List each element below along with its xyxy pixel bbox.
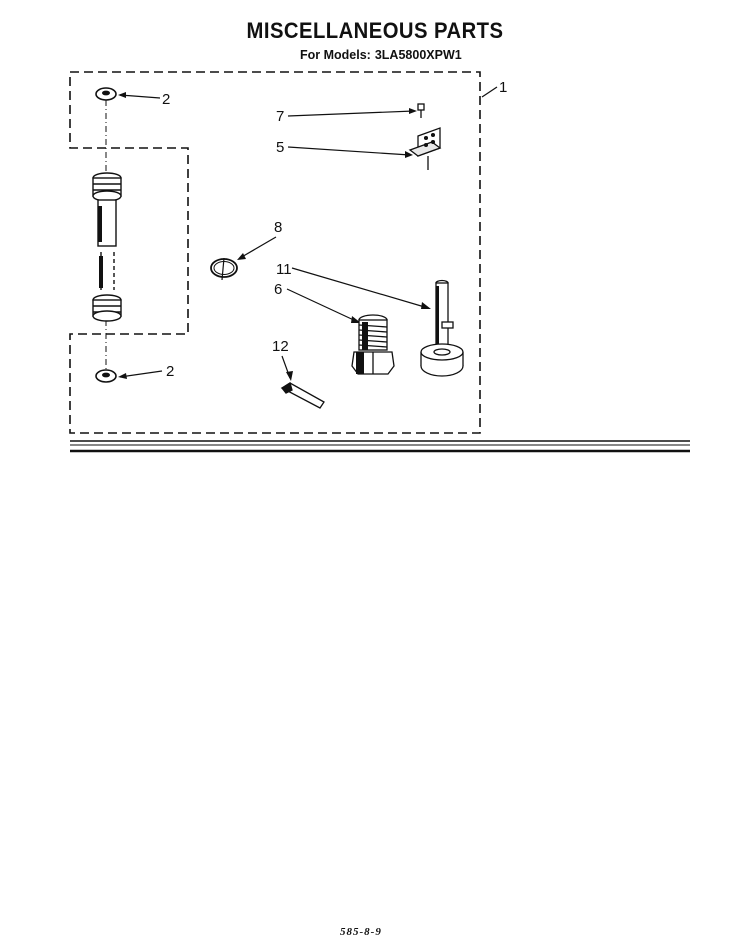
drain-hose-icon xyxy=(92,172,122,322)
leader-6 xyxy=(286,288,359,323)
arrow-7 xyxy=(409,108,417,114)
leveling-leg-icon xyxy=(351,314,395,375)
callout-5: 5 xyxy=(276,139,284,156)
screw-icon xyxy=(417,103,425,118)
leader-8 xyxy=(239,236,277,259)
callout-2-top: 2 xyxy=(162,91,170,108)
callout-7: 7 xyxy=(276,108,284,125)
leader-1 xyxy=(481,86,498,98)
foot-icon xyxy=(420,279,464,377)
models-prefix: For Models: xyxy=(300,48,371,62)
callout-8: 8 xyxy=(274,219,282,236)
page-code: 585-8-9 xyxy=(340,926,382,938)
leader-7 xyxy=(287,110,415,117)
callout-6: 6 xyxy=(274,281,282,298)
arrow-5 xyxy=(405,151,413,158)
callout-2-bottom: 2 xyxy=(166,363,174,380)
callout-12: 12 xyxy=(272,338,289,355)
washer-bottom-icon xyxy=(95,369,117,383)
leader-2-top xyxy=(119,94,161,99)
arrow-12 xyxy=(286,371,293,381)
arrow-8 xyxy=(237,253,246,260)
arrow-2-bottom xyxy=(118,373,127,379)
leader-2-bottom xyxy=(119,370,163,378)
arrow-2-top xyxy=(118,92,126,98)
model-number: 3LA5800XPW1 xyxy=(374,48,462,62)
page-title: MISCELLANEOUS PARTS xyxy=(246,18,504,43)
wrench-icon xyxy=(280,381,325,409)
leader-5 xyxy=(287,146,411,156)
callout-11: 11 xyxy=(276,261,292,278)
models-line: For Models:3LA5800XPW1 xyxy=(300,48,466,62)
kit-outline xyxy=(69,71,481,434)
bracket-icon xyxy=(408,127,442,170)
arrow-11 xyxy=(421,302,431,309)
callout-1: 1 xyxy=(499,79,507,96)
clamp-ring-icon xyxy=(210,257,238,281)
leader-11 xyxy=(291,267,429,309)
washer-top-icon xyxy=(95,87,117,101)
